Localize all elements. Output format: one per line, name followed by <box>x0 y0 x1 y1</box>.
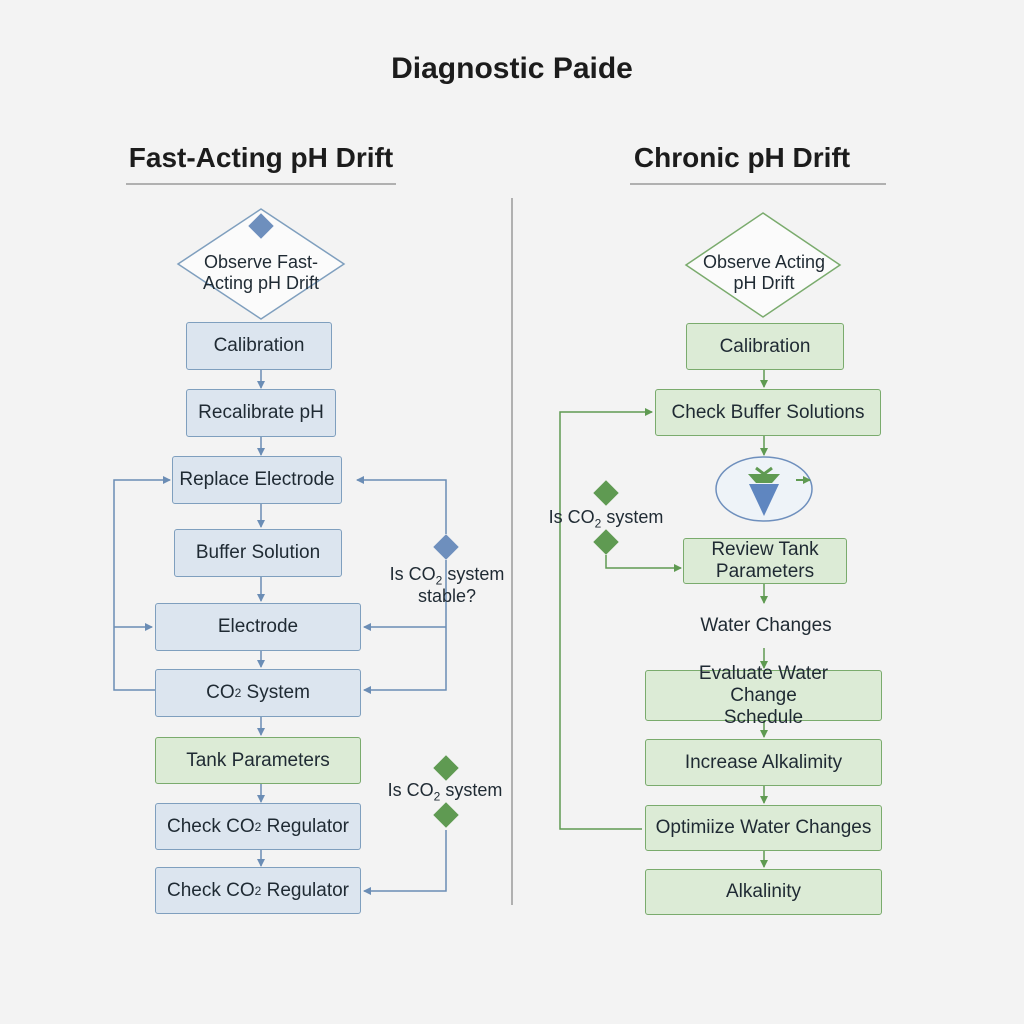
right-evaluate-schedule-node[interactable]: Evaluate Water Change Schedule <box>645 663 882 728</box>
left-replace-electrode-node[interactable]: Replace Electrode <box>172 456 342 504</box>
right-calibration-node[interactable]: Calibration <box>686 323 844 370</box>
right-check-buffer-node[interactable]: Check Buffer Solutions <box>655 389 881 436</box>
right-increase-alkalinity-node[interactable]: Increase Alkalimity <box>645 739 882 786</box>
left-electrode-node[interactable]: Electrode <box>155 603 361 651</box>
left-decision-label-2: Is CO2 system <box>387 780 503 804</box>
buffer-filter-icon <box>715 456 813 522</box>
left-buffer-solution-node[interactable]: Buffer Solution <box>174 529 342 577</box>
right-start-diamond <box>684 212 842 318</box>
left-tank-parameters-node[interactable]: Tank Parameters <box>155 737 361 784</box>
left-decision-diamond-2 <box>433 755 459 781</box>
left-calibration-node[interactable]: Calibration <box>186 322 332 370</box>
left-column-heading: Fast-Acting pH Drift <box>128 142 394 173</box>
left-decision-diamond-3 <box>433 802 459 828</box>
right-column-heading: Chronic pH Drift <box>633 142 851 173</box>
right-alkalinity-node[interactable]: Alkalinity <box>645 869 882 915</box>
left-decision-label-1: Is CO2 system stable? <box>389 564 505 606</box>
page-title: Diagnostic Paide <box>391 52 633 85</box>
left-start-diamond <box>176 208 346 320</box>
left-decision-diamond-1 <box>433 534 459 560</box>
right-start-node[interactable]: Observe Acting pH Drift <box>702 252 826 293</box>
right-optimize-changes-node[interactable]: Optimiize Water Changes <box>645 805 882 851</box>
right-decision-diamond-2 <box>593 529 619 555</box>
right-water-changes-label[interactable]: Water Changes <box>700 615 832 636</box>
left-start-node[interactable]: Observe Fast-Acting pH Drift <box>202 252 320 293</box>
right-review-tank-node[interactable]: Review Tank Parameters <box>683 538 847 584</box>
left-recalibrate-node[interactable]: Recalibrate pH <box>186 389 336 437</box>
right-decision-label: Is CO2 system <box>548 507 664 531</box>
right-decision-diamond-1 <box>593 480 619 506</box>
